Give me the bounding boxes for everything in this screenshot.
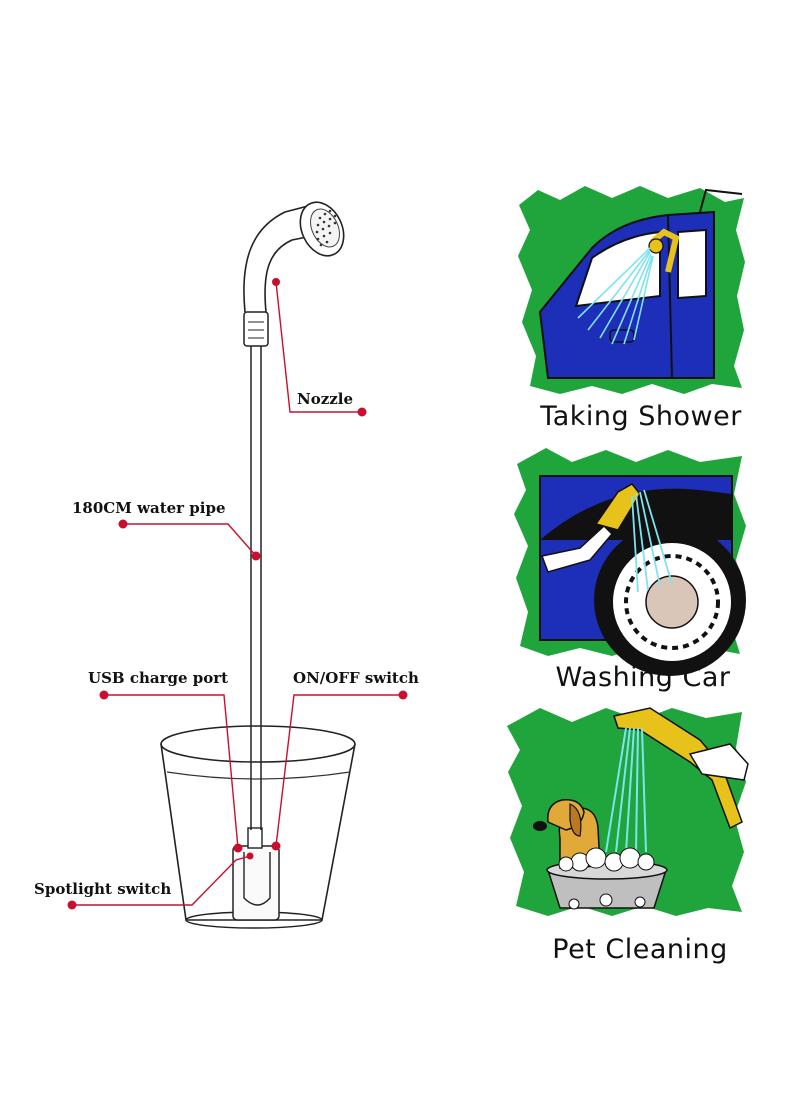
shower-device — [160, 201, 356, 929]
car-window-shower-icon — [538, 188, 743, 379]
label-nozzle: Nozzle — [297, 390, 353, 408]
label-usb-port: USB charge port — [88, 669, 228, 687]
label-water-pipe: 180CM water pipe — [72, 499, 226, 517]
panel-pet-cleaning: Pet Cleaning — [507, 707, 749, 965]
car-wheel-wash-icon — [539, 475, 746, 676]
callout-spotlight: Spotlight switch — [34, 852, 254, 910]
caption-pet-cleaning: Pet Cleaning — [552, 934, 727, 965]
callout-usb-port: USB charge port — [88, 669, 243, 853]
label-on-off: ON/OFF switch — [293, 669, 419, 687]
callout-nozzle: Nozzle — [272, 278, 367, 417]
panel-washing-car: Washing Car — [514, 448, 746, 693]
label-spotlight: Spotlight switch — [34, 880, 171, 898]
panel-taking-shower: Taking Shower — [518, 186, 745, 432]
pump-box — [232, 827, 280, 921]
water-pipe — [250, 346, 262, 830]
caption-washing-car: Washing Car — [555, 662, 730, 693]
shower-handle — [243, 205, 313, 347]
nozzle-head — [299, 201, 345, 257]
caption-taking-shower: Taking Shower — [539, 401, 742, 432]
dog-bath-icon — [533, 707, 749, 910]
callout-water-pipe: 180CM water pipe — [72, 499, 261, 561]
callout-on-off: ON/OFF switch — [271, 669, 419, 851]
